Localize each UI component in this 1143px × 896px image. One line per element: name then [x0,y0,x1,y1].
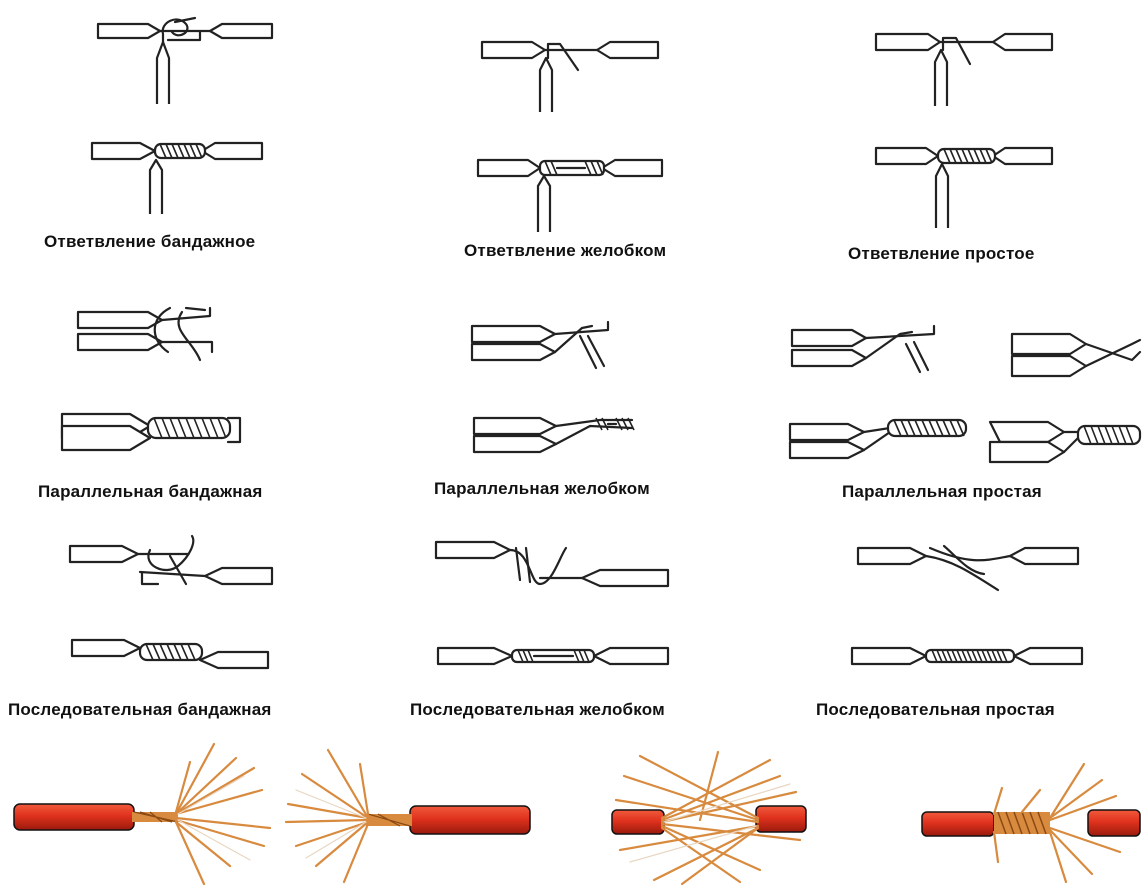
parallel-groove-before [472,322,608,368]
branch-simple-before [876,34,1052,106]
parallel-simple-before [792,326,934,372]
stranded-wire-photo-4 [922,764,1140,882]
serial-simple-before [858,546,1078,590]
stranded-wire-photo-3 [612,752,806,884]
serial-bandage-after [72,640,268,668]
parallel-simple-after [790,420,966,458]
caption-branch-simple: Ответвление простое [848,244,1035,264]
branch-groove-before [482,42,658,112]
parallel-bandage-after [62,414,240,450]
branch-bandage-before [98,18,272,104]
caption-parallel-simple: Параллельная простая [842,482,1042,502]
parallel-simple-variant-before [1012,334,1140,376]
serial-groove-after [438,648,668,664]
parallel-simple-variant-after [990,422,1140,462]
parallel-groove-after [474,418,634,452]
caption-parallel-groove: Параллельная желобком [434,479,650,499]
parallel-bandage-before [78,308,212,360]
branch-bandage-after [92,143,262,214]
caption-branch-groove: Ответвление желобком [464,241,666,261]
caption-serial-simple: Последовательная простая [816,700,1055,720]
serial-bandage-before [70,536,272,584]
serial-groove-before [436,542,668,586]
branch-simple-after [876,148,1052,228]
caption-parallel-bandage: Параллельная бандажная [38,482,263,502]
stranded-wire-photo-1 [14,744,270,884]
caption-serial-groove: Последовательная желобком [410,700,665,720]
stranded-wire-photo-2 [286,750,530,882]
caption-branch-bandage: Ответвление бандажное [44,232,255,252]
branch-groove-after [478,160,662,232]
caption-serial-bandage: Последовательная бандажная [8,700,271,720]
serial-simple-after [852,648,1082,664]
